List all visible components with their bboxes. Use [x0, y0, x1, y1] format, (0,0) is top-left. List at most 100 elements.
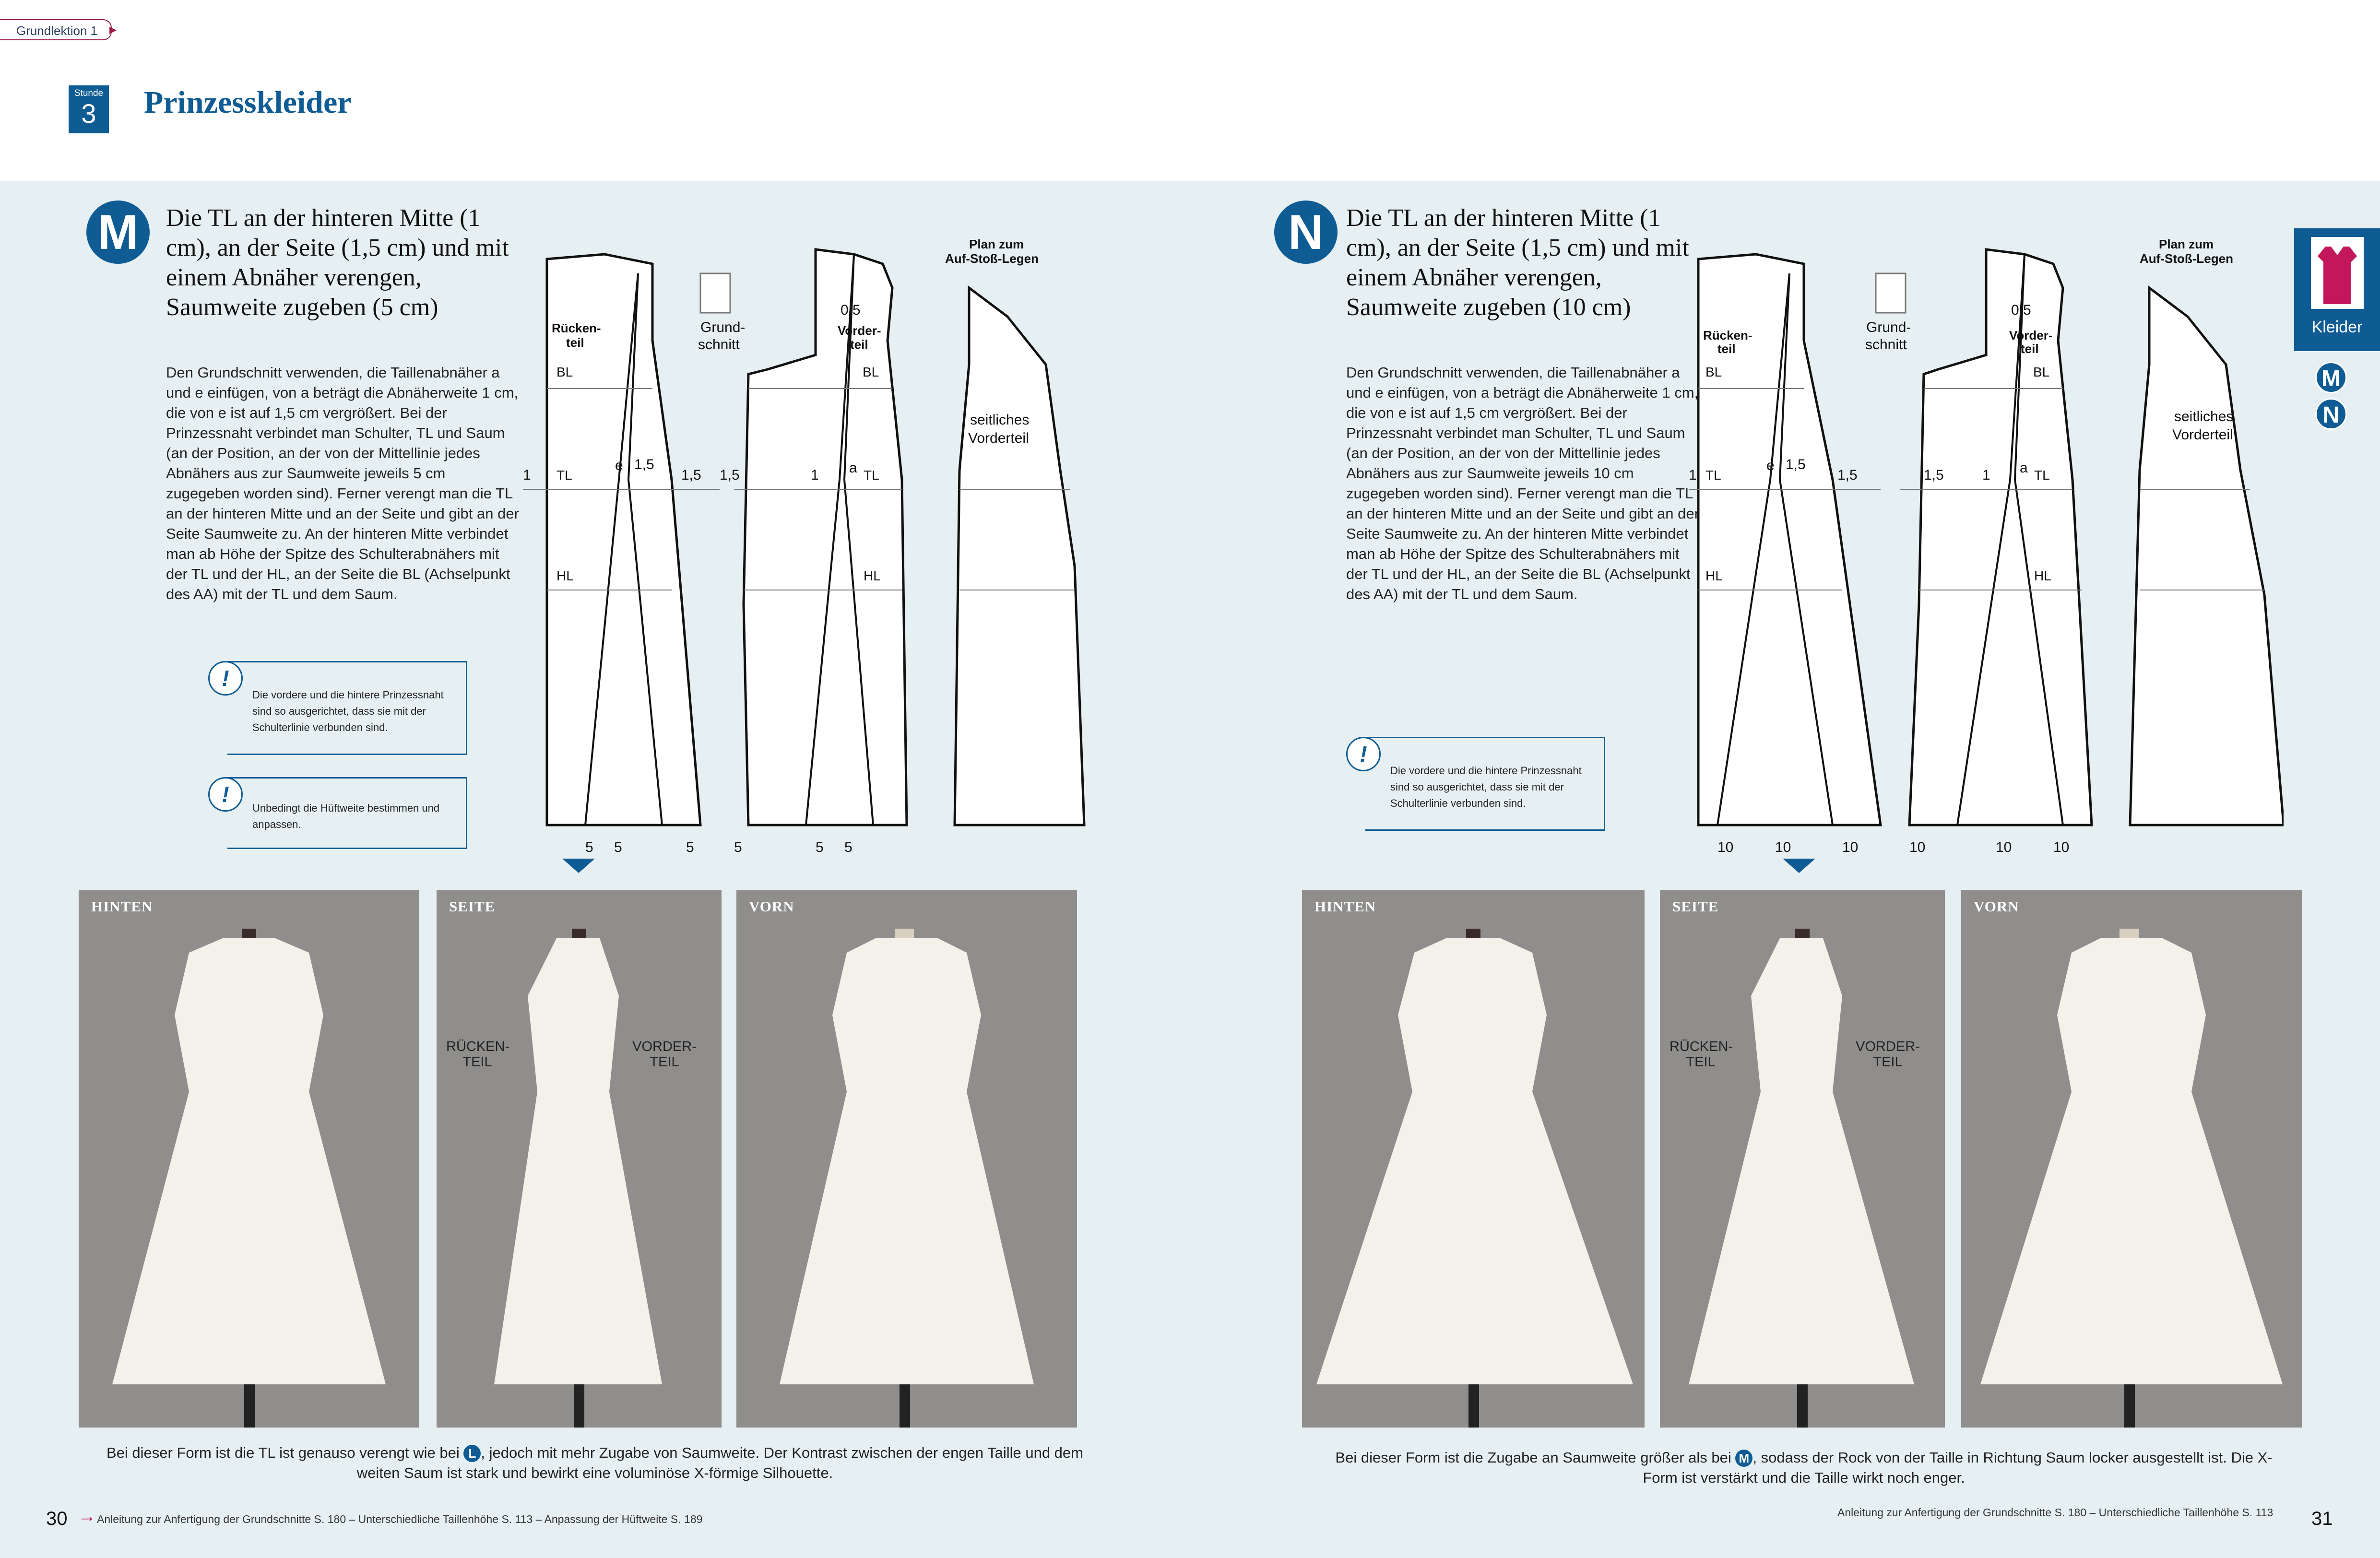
svg-text:5: 5	[614, 839, 622, 855]
svg-text:1,5: 1,5	[1924, 467, 1944, 483]
photo-label: SEITE	[449, 898, 496, 915]
page-number-right: 31	[2311, 1508, 2333, 1529]
ref-l-badge: L	[463, 1445, 481, 1462]
stunde-badge: Stunde 3	[69, 85, 109, 133]
svg-text:5: 5	[844, 839, 853, 855]
pattern-diagram-n: Grund- schnitt BL BL HL HL TL TL 1 e 1,5…	[1689, 237, 2284, 855]
dress-figure	[1980, 929, 2283, 1428]
dress-figure	[1689, 929, 1914, 1428]
tip-text: Die vordere und die hintere Prinzessnaht…	[252, 689, 444, 733]
svg-text:10: 10	[1996, 839, 2012, 855]
svg-text:0,5: 0,5	[841, 302, 861, 318]
arrow-down-icon	[562, 859, 595, 873]
svg-text:teil: teil	[566, 335, 584, 350]
svg-text:5: 5	[585, 839, 593, 855]
svg-text:e: e	[615, 458, 623, 473]
svg-text:10: 10	[1775, 839, 1791, 855]
tip-text: Die vordere und die hintere Prinzessnaht…	[1390, 765, 1582, 809]
svg-text:Vorderteil: Vorderteil	[2172, 427, 2233, 443]
svg-text:Plan zum: Plan zum	[969, 237, 1024, 251]
svg-text:schnitt: schnitt	[698, 337, 740, 353]
front-part-label: VORDER-TEIL	[1856, 1039, 1920, 1070]
svg-text:BL: BL	[557, 365, 573, 379]
section-n-badge: N	[1274, 201, 1338, 264]
svg-text:1,5: 1,5	[1837, 467, 1858, 483]
section-m-title: Die TL an der hinteren Mitte (1 cm), an …	[166, 204, 509, 321]
svg-text:Vorder-: Vorder-	[838, 323, 881, 338]
svg-text:TL: TL	[1705, 468, 1721, 483]
svg-text:Vorder-: Vorder-	[2009, 328, 2053, 342]
svg-text:Auf-Stoß-Legen: Auf-Stoß-Legen	[945, 251, 1039, 266]
svg-text:TL: TL	[2034, 468, 2050, 483]
svg-text:10: 10	[1842, 839, 1858, 855]
stunde-label: Stunde	[74, 88, 104, 98]
photo-label: HINTEN	[1314, 898, 1376, 915]
dress-figure	[494, 929, 662, 1428]
lesson-number: 1	[90, 24, 98, 38]
svg-text:a: a	[849, 460, 857, 476]
caption-n: Bei dieser Form ist die Zugabe an Saumwe…	[1335, 1449, 2273, 1486]
svg-text:BL: BL	[1705, 365, 1722, 379]
svg-text:e: e	[1766, 458, 1775, 473]
svg-text:5: 5	[816, 839, 824, 855]
svg-text:1,5: 1,5	[1786, 457, 1806, 472]
svg-text:1: 1	[523, 467, 531, 483]
svg-text:HL: HL	[1705, 568, 1723, 583]
svg-text:Auf-Stoß-Legen: Auf-Stoß-Legen	[2140, 251, 2233, 266]
svg-text:1: 1	[1689, 467, 1697, 483]
photo-m-vorn: VORN	[736, 890, 1077, 1428]
svg-text:Grund-: Grund-	[700, 319, 745, 335]
svg-text:1,5: 1,5	[634, 457, 654, 472]
dress-figure	[1316, 929, 1633, 1428]
footer-ref-right[interactable]: Anleitung zur Anfertigung der Grundschni…	[1837, 1506, 2273, 1519]
photo-m-hinten: HINTEN	[79, 890, 419, 1428]
section-m-tip1: ! Die vordere und die hintere Prinzessna…	[208, 661, 467, 755]
svg-text:10: 10	[1717, 839, 1733, 855]
section-n-body: Den Grundschnitt verwenden, die Taillena…	[1346, 364, 1699, 602]
page-title: Prinzesskleider	[144, 85, 352, 120]
svg-text:seitliches: seitliches	[2174, 409, 2233, 425]
svg-text:Vorderteil: Vorderteil	[968, 430, 1029, 446]
tip-text: Unbedingt die Hüftweite bestimmen und an…	[252, 802, 440, 830]
warning-icon: !	[1346, 737, 1381, 771]
footer-ref-left[interactable]: Anleitung zur Anfertigung der Grundschni…	[97, 1513, 703, 1525]
photo-label: VORN	[1974, 898, 2019, 915]
svg-text:Plan zum: Plan zum	[2159, 237, 2214, 251]
svg-text:HL: HL	[864, 568, 881, 583]
section-m-body: Den Grundschnitt verwenden, die Taillena…	[166, 364, 519, 602]
svg-text:1,5: 1,5	[720, 467, 740, 483]
page-number-left: 30	[46, 1508, 68, 1529]
dress-figure	[112, 929, 386, 1428]
svg-text:1,5: 1,5	[681, 467, 701, 483]
caption-m: Bei dieser Form ist die TL ist genauso v…	[107, 1444, 1083, 1481]
tab-label: Kleider	[2311, 318, 2363, 336]
front-part-label: VORDER-TEIL	[632, 1039, 697, 1070]
warning-icon: !	[208, 661, 243, 696]
tab-marker-m[interactable]: M	[2315, 362, 2347, 393]
svg-text:TL: TL	[864, 468, 879, 483]
photo-n-vorn: VORN	[1961, 890, 2302, 1428]
section-m-tip2: ! Unbedingt die Hüftweite bestimmen und …	[208, 777, 467, 849]
tab-marker-n[interactable]: N	[2315, 398, 2347, 430]
back-part-label: RÜCKEN-TEIL	[1670, 1039, 1733, 1070]
photo-label: SEITE	[1672, 898, 1719, 915]
svg-text:5: 5	[734, 839, 742, 855]
warning-icon: !	[208, 777, 243, 812]
photo-m-seite: SEITE RÜCKEN-TEIL VORDER-TEIL	[437, 890, 722, 1428]
svg-text:teil: teil	[2021, 342, 2039, 356]
section-n-title: Die TL an der hinteren Mitte (1 cm), an …	[1346, 204, 1689, 321]
svg-text:Rücken-: Rücken-	[1703, 328, 1752, 342]
svg-text:10: 10	[1909, 839, 1925, 855]
svg-text:seitliches: seitliches	[970, 412, 1029, 428]
svg-text:a: a	[2020, 460, 2028, 476]
svg-text:5: 5	[686, 839, 694, 855]
dress-figure	[780, 929, 1034, 1428]
chapter-tab: Kleider	[2294, 228, 2380, 351]
pattern-diagram-m: Grund- schnitt BL BL HL HL TL TL 1 e 1,5…	[523, 237, 1086, 855]
section-n-tip1: ! Die vordere und die hintere Prinzessna…	[1346, 737, 1605, 831]
photo-n-seite: SEITE RÜCKEN-TEIL VORDER-TEIL	[1660, 890, 1945, 1428]
arrow-right-icon: →	[78, 1506, 96, 1526]
svg-text:0,5: 0,5	[2011, 302, 2031, 318]
svg-text:schnitt: schnitt	[1865, 337, 1907, 353]
photo-n-hinten: HINTEN	[1302, 890, 1645, 1428]
